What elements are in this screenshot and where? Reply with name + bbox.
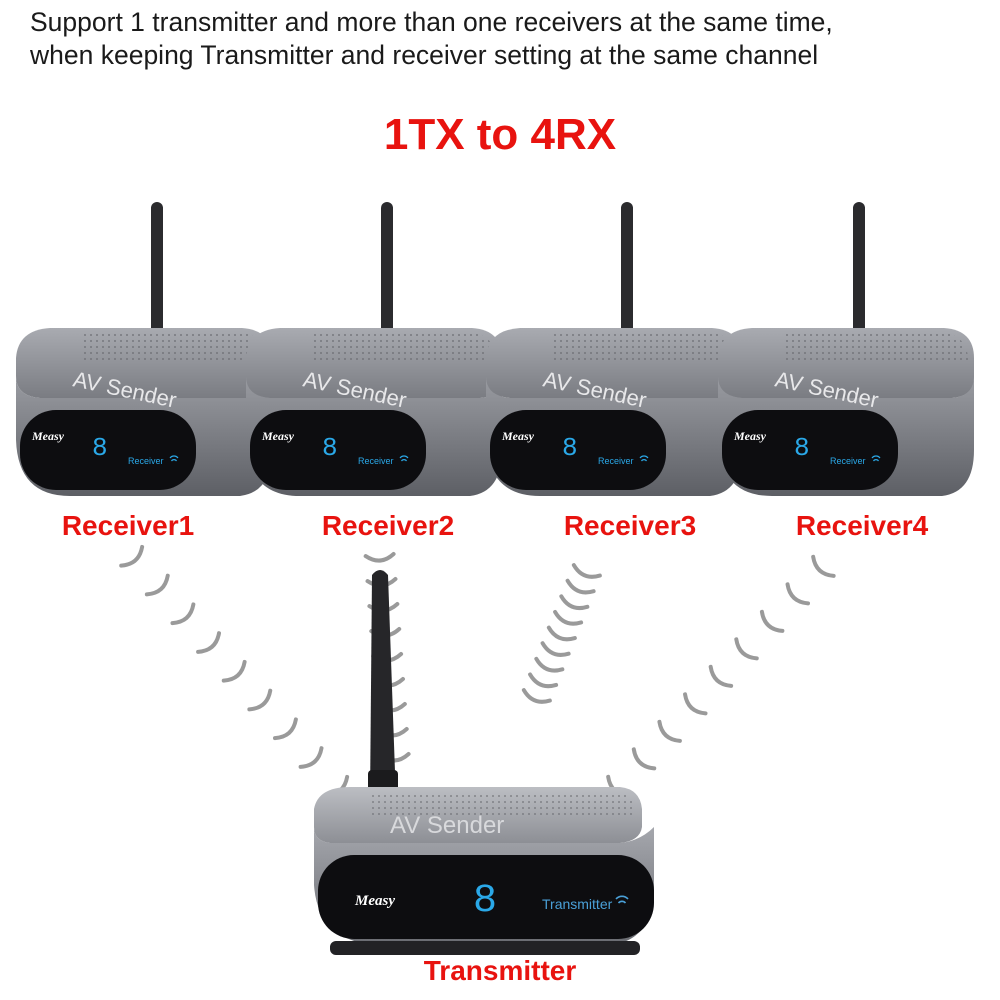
receiver-1-device: AV Sender Measy 8 Receiver: [10, 200, 280, 500]
transmitter-device: AV Sender Measy 8 Transmitter: [310, 565, 690, 960]
front-panel: [20, 410, 196, 490]
wave-arc: [534, 656, 565, 673]
wave-arc: [546, 625, 577, 642]
wave-arc: [657, 719, 682, 743]
wifi-icon: [871, 455, 881, 462]
device-badge: Receiver: [358, 456, 394, 466]
receiver-1-label: Receiver1: [61, 510, 195, 541]
front-panel: [318, 855, 654, 939]
wave-arc: [221, 659, 247, 683]
channel-digit: 8: [794, 433, 810, 463]
receiver-4-label: Receiver4: [795, 510, 929, 541]
device-badge: Receiver: [830, 456, 866, 466]
antenna: [151, 202, 163, 342]
headline-line-1: Support 1 transmitter and more than one …: [30, 7, 833, 37]
page-title: 1TX to 4RX: [383, 110, 617, 159]
wave-arc: [247, 688, 273, 712]
wave-arc: [785, 582, 811, 606]
receiver-4-device: AV Sender Measy 8 Receiver: [712, 200, 982, 500]
wave-arc: [759, 609, 785, 633]
device-badge: Receiver: [598, 456, 634, 466]
wifi-icon: [639, 455, 649, 462]
wifi-icon: [615, 895, 629, 904]
wave-arc: [521, 688, 552, 704]
receiver-2-label: Receiver2: [321, 510, 455, 541]
front-panel: [490, 410, 666, 490]
wave-arc: [565, 578, 596, 595]
wifi-icon: [399, 455, 409, 462]
antenna: [621, 202, 633, 342]
measy-logo: Measy: [31, 429, 65, 443]
wave-arc: [119, 544, 145, 568]
wave-arc: [734, 637, 759, 661]
device-badge: Transmitter: [542, 896, 613, 912]
headline-line-2: when keeping Transmitter and receiver se…: [30, 40, 819, 70]
channel-digit: 8: [322, 433, 338, 463]
device-badge: Receiver: [128, 456, 164, 466]
wave-arc: [170, 602, 196, 626]
headline: Support 1 transmitter and more than one …: [30, 6, 990, 72]
wave-arc: [363, 551, 396, 563]
wave-arc: [540, 641, 571, 657]
wave-arc: [708, 664, 734, 688]
wave-arc: [559, 594, 590, 611]
channel-digit: 8: [562, 433, 578, 463]
wave-arc: [298, 746, 324, 769]
wave-arc: [272, 717, 298, 741]
antenna: [370, 570, 396, 800]
wave-arc: [683, 692, 708, 716]
wifi-icon: [169, 455, 179, 462]
measy-logo: Measy: [733, 429, 767, 443]
front-panel: [722, 410, 898, 490]
wave-arc: [528, 672, 559, 689]
front-panel: [250, 410, 426, 490]
wave-arc: [196, 631, 221, 654]
wave-arc: [811, 554, 836, 578]
measy-logo: Measy: [501, 429, 535, 443]
wave-arc: [553, 610, 584, 626]
wave-arc: [144, 573, 170, 597]
channel-digit: 8: [92, 433, 108, 463]
receiver-2-device: AV Sender Measy 8 Receiver: [240, 200, 510, 500]
channel-digit: 8: [473, 879, 497, 924]
receiver-3-device: AV Sender Measy 8 Receiver: [480, 200, 750, 500]
wave-arc: [631, 747, 657, 771]
measy-logo: Measy: [354, 893, 395, 909]
receiver-3-label: Receiver3: [563, 510, 697, 541]
av-sender-text: AV Sender: [390, 812, 504, 839]
measy-logo: Measy: [261, 429, 295, 443]
transmitter-label: Transmitter: [423, 955, 577, 986]
antenna: [853, 202, 865, 342]
wave-arc: [571, 563, 602, 579]
antenna: [381, 202, 393, 342]
